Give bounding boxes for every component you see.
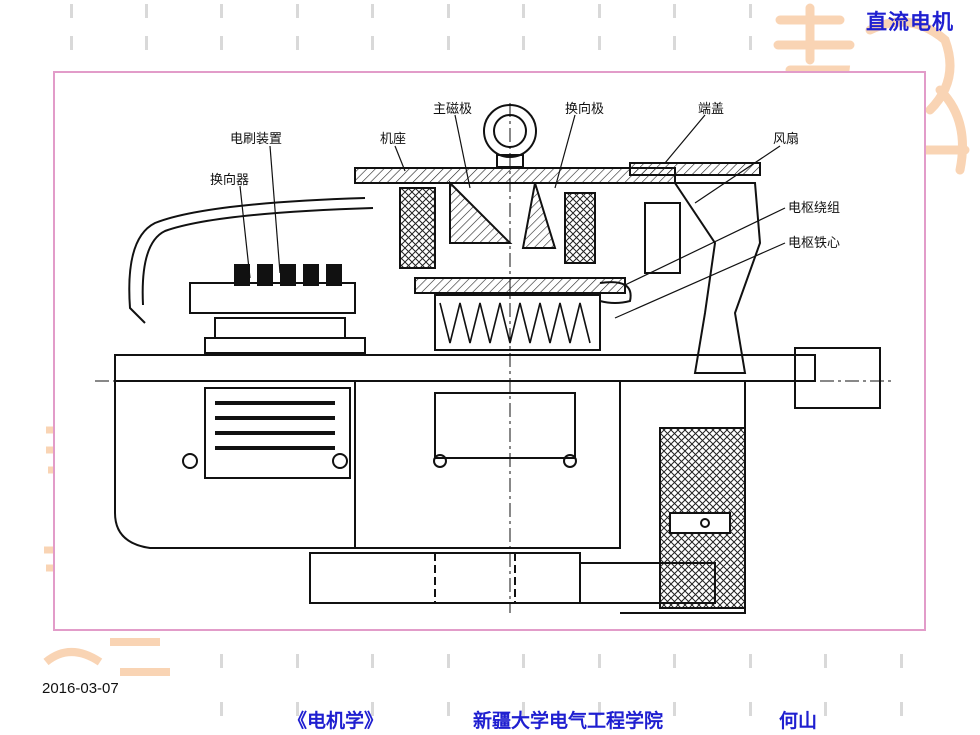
label-fan: 风扇 <box>773 131 799 147</box>
label-main-pole: 主磁极 <box>433 102 472 117</box>
footer-author: 何山 <box>779 710 818 732</box>
label-commutator: 换向器 <box>210 172 249 188</box>
label-commutating-pole: 换向极 <box>565 101 604 117</box>
motor-drawing: 主磁极 换向极 端盖 电刷装置 机座 风扇 换向器 电枢绕组 电枢铁心 <box>95 101 895 614</box>
bottom-tick-row <box>0 650 980 716</box>
slide-title: 直流电机 <box>866 9 954 34</box>
label-frame: 机座 <box>380 132 406 147</box>
slide-date: 2016-03-07 <box>42 680 119 697</box>
label-end-cover: 端盖 <box>698 102 724 117</box>
label-brush-gear: 电刷装置 <box>230 132 282 147</box>
footer-institution: 新疆大学电气工程学院 <box>473 710 664 732</box>
label-armature-core: 电枢铁心 <box>788 236 840 251</box>
footer-course: 《电机学》 <box>288 710 384 732</box>
top-tick-row <box>0 0 980 50</box>
label-armature-winding: 电枢绕组 <box>788 201 840 216</box>
dc-motor-cross-section-figure: 主磁极 换向极 端盖 电刷装置 机座 风扇 换向器 电枢绕组 电枢铁心 <box>53 71 926 631</box>
decorative-seal-top-right <box>773 3 970 175</box>
decorative-seal-bottom <box>43 638 170 676</box>
